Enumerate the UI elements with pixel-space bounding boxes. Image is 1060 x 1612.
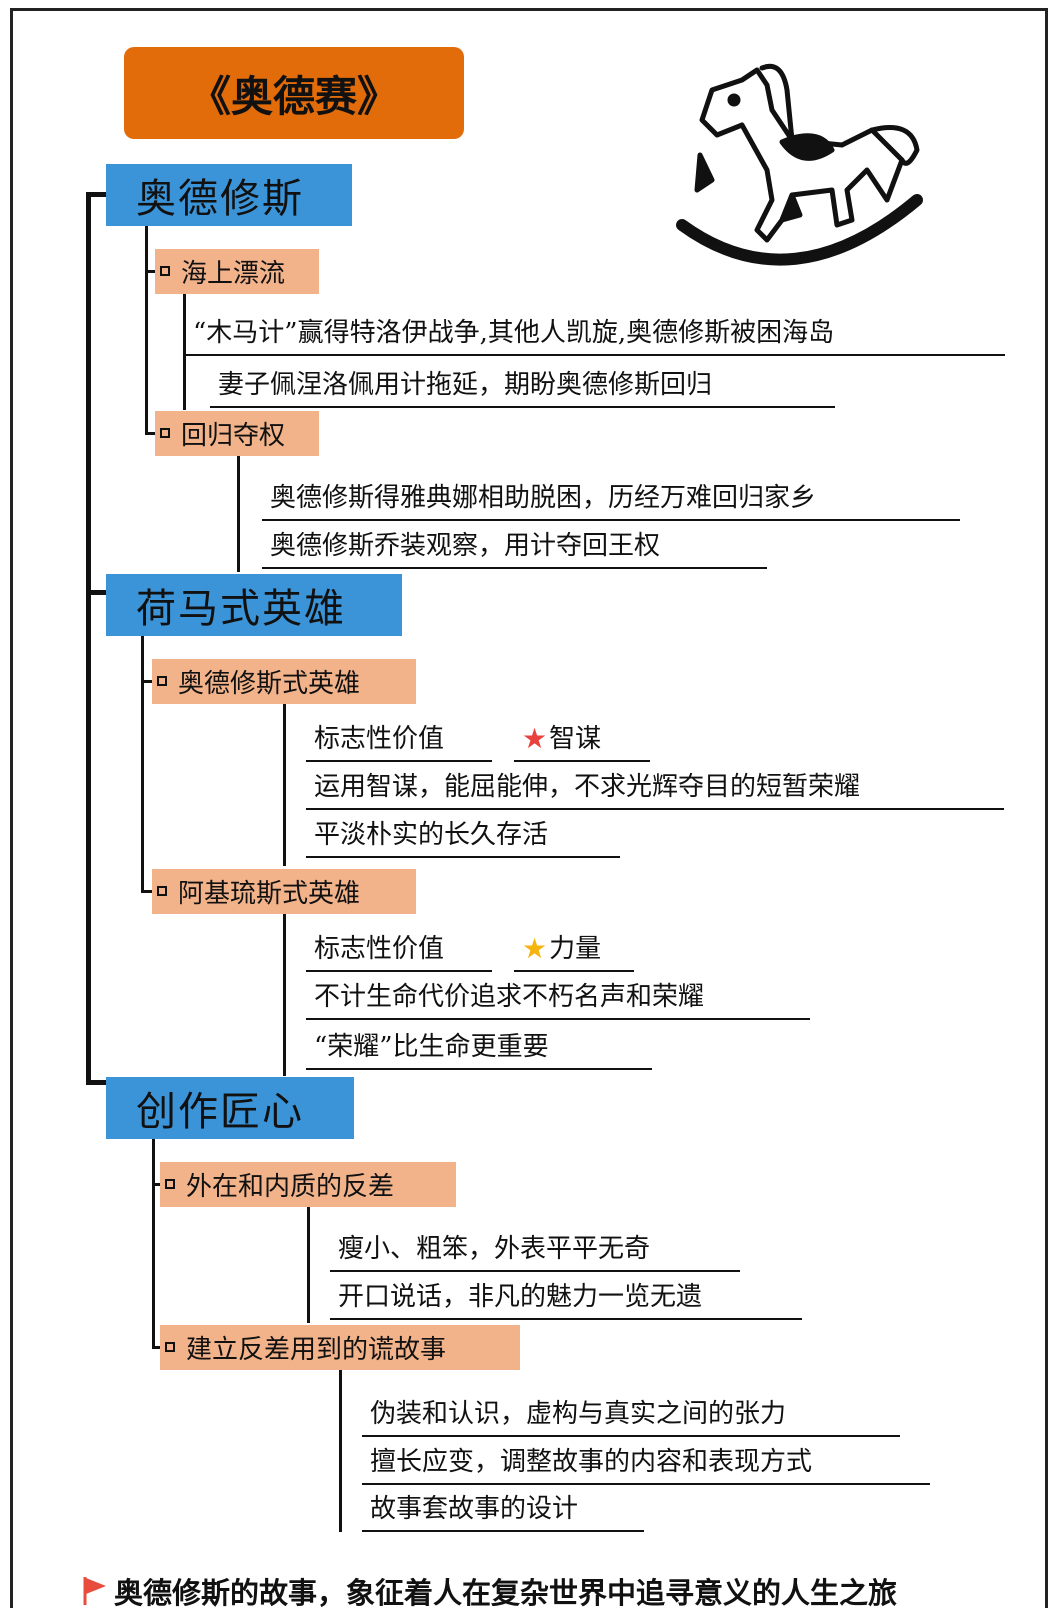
branch-line [145,270,155,273]
subtopic-odysseus-hero[interactable]: 奥德修斯式英雄 [152,659,416,704]
page-frame [10,8,1048,1608]
list-item: 妻子佩涅洛佩用计拖延，期盼奥德修斯回归 [210,368,835,408]
subtopic-label: 回归夺权 [181,421,286,451]
topic-craft[interactable]: 创作匠心 [106,1077,354,1139]
trunk-branch [86,1080,106,1085]
subtopic-label: 奥德修斯式英雄 [178,669,361,699]
topic-label: 创作匠心 [136,1089,304,1135]
page-title: 《奥德赛》 [124,47,464,139]
subtopic-label: 阿基琉斯式英雄 [178,879,361,909]
branch-line [141,890,153,893]
branch-line [283,914,286,1076]
subtopic-label: 海上漂流 [181,259,286,289]
value-text-label: 力量 [549,934,602,964]
bullet-icon [165,1178,175,1189]
list-item: 奥德修斯得雅典娜相助脱困，历经万难回归家乡 [262,481,960,521]
subtopic-return[interactable]: 回归夺权 [155,411,319,456]
footer-summary: 奥德修斯的故事，象征着人在复杂世界中追寻意义的人生之旅 [82,1570,897,1612]
branch-line [152,1183,162,1186]
subtopic-achilles-hero[interactable]: 阿基琉斯式英雄 [152,869,416,914]
list-item: 运用智谋，能屈能伸，不求光辉夺目的短暂荣耀 [306,770,1004,810]
trunk-branch [86,192,106,197]
bullet-icon [160,427,170,438]
list-item: 奥德修斯乔装观察，用计夺回王权 [262,529,767,569]
list-item: 开口说话，非凡的魅力一览无遗 [330,1280,802,1320]
branch-line [152,1346,162,1349]
bullet-icon [160,265,170,276]
subtopic-lie-stories[interactable]: 建立反差用到的谎故事 [160,1325,520,1370]
subtopic-label: 外在和内质的反差 [186,1172,395,1202]
branch-line [145,226,148,434]
value-label: 标志性价值 [306,932,492,972]
value-label: 标志性价值 [306,722,492,762]
list-item: 瘦小、粗笨，外表平平无奇 [330,1232,740,1272]
bullet-icon [157,885,167,896]
trunk-branch [86,590,106,595]
star-red-icon: ★ [522,722,548,755]
topic-label: 奥德修斯 [136,176,304,222]
list-item: 伪装和认识，虚构与真实之间的张力 [362,1397,900,1437]
bullet-icon [157,675,167,686]
value-text: ★ 智谋 [514,722,650,762]
branch-line [152,1139,155,1349]
rocking-horse-icon [676,63,923,266]
subtopic-sea-drift[interactable]: 海上漂流 [155,249,319,294]
branch-line [141,680,153,683]
value-text: ★ 力量 [514,932,634,972]
branch-line [141,636,144,892]
branch-line [183,294,186,410]
value-text-label: 智谋 [549,724,602,754]
branch-line [145,432,155,435]
branch-line [283,704,286,866]
flag-icon [83,1577,106,1605]
list-item: “荣耀”比生命更重要 [306,1030,652,1070]
topic-label: 荷马式英雄 [136,586,346,632]
list-item: 擅长应变，调整故事的内容和表现方式 [362,1445,930,1485]
subtopic-contrast[interactable]: 外在和内质的反差 [160,1162,456,1207]
subtopic-label: 建立反差用到的谎故事 [186,1335,447,1365]
trunk-line [86,194,91,1084]
footer-text: 奥德修斯的故事，象征着人在复杂世界中追寻意义的人生之旅 [114,1576,898,1610]
topic-odysseus[interactable]: 奥德修斯 [106,164,352,226]
list-item: 平淡朴实的长久存活 [306,818,620,858]
list-item: 不计生命代价追求不朽名声和荣耀 [306,980,810,1020]
star-gold-icon: ★ [522,932,548,965]
topic-homeric-hero[interactable]: 荷马式英雄 [106,574,402,636]
list-item: “木马计”赢得特洛伊战争,其他人凯旋,奥德修斯被困海岛 [185,316,1005,356]
bullet-icon [165,1341,175,1352]
branch-line [339,1370,342,1532]
branch-line [237,456,240,572]
list-item: 故事套故事的设计 [362,1492,644,1532]
branch-line [307,1207,310,1323]
